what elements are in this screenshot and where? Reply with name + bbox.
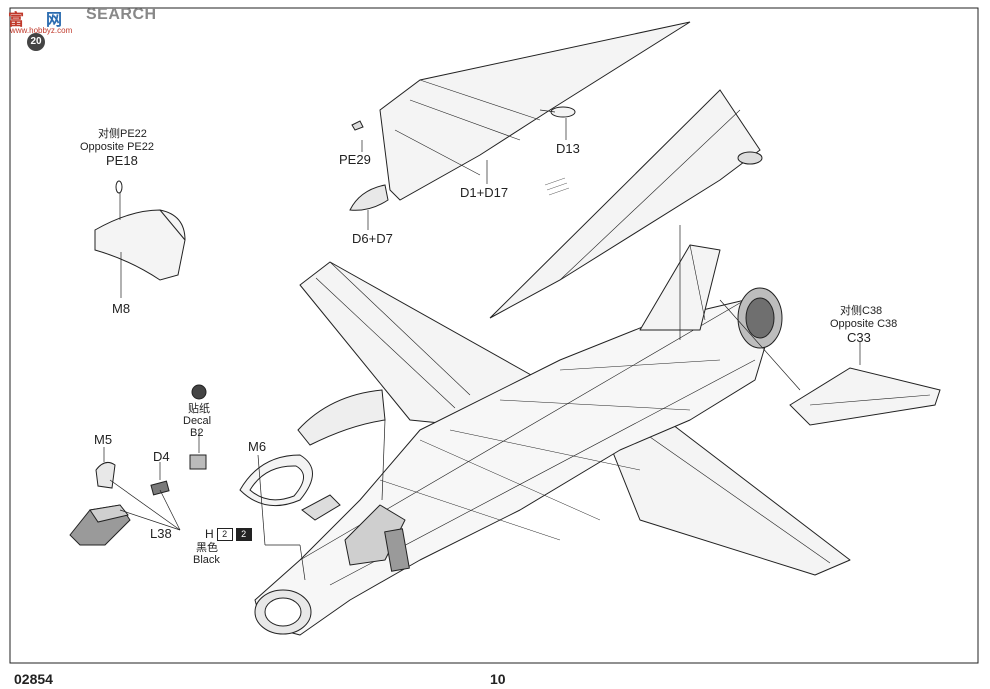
label-m8: M8 (112, 301, 131, 316)
product-code: 02854 (14, 671, 53, 687)
part-c33 (789, 367, 941, 426)
hatch-marks (544, 177, 570, 196)
label-c33: C33 (847, 330, 871, 345)
watermark-sub: 网 (46, 12, 63, 29)
paint-code-letter: H (205, 527, 214, 541)
label-c38-en: Opposite C38 (830, 318, 898, 330)
part-m8 (94, 209, 186, 281)
label-pe22-en: Opposite PE22 (80, 141, 154, 153)
label-d6-d7: D6+D7 (352, 231, 393, 246)
canopy-frame-part (297, 389, 386, 446)
label-paint-en: Black (193, 554, 220, 566)
aircraft-main-assembly (254, 244, 851, 636)
label-decal-en: Decal (183, 415, 212, 427)
wing-part-d1-d17 (379, 21, 691, 201)
label-l38: L38 (150, 526, 172, 541)
small-cockpit-parts (301, 494, 341, 521)
label-pe18: PE18 (106, 153, 138, 168)
watermark-url: www.hobbyz.com (10, 26, 73, 35)
label-m6: M6 (248, 439, 267, 454)
part-d4 (150, 480, 170, 496)
label-pe29: PE29 (339, 152, 371, 167)
part-m5 (95, 461, 116, 489)
decal-b2-sample (189, 454, 207, 470)
decal-icon (191, 384, 207, 400)
label-b2: B2 (190, 427, 204, 439)
watermark-prefix: 富 (8, 12, 25, 29)
leader-lines (103, 109, 861, 581)
label-m5: M5 (94, 432, 113, 447)
page-number: 10 (490, 671, 506, 687)
label-d4: D4 (153, 449, 170, 464)
part-d13 (550, 106, 576, 118)
label-decal-cn: 贴纸 (188, 403, 210, 415)
part-m6 (239, 454, 313, 507)
label-d1-d17: D1+D17 (460, 185, 509, 200)
tail-plane-part (489, 89, 763, 319)
paint-code-group: H 2 2 (205, 527, 252, 541)
part-d6-d7 (349, 184, 389, 211)
label-paint-cn: 黑色 (196, 542, 218, 554)
part-l38 (69, 504, 131, 546)
label-pe22-cn: 对侧PE22 (98, 128, 147, 140)
paint-color-swatch: 2 (235, 527, 252, 541)
watermark-brand: SEARCH (86, 6, 157, 23)
step-badge: 20 (27, 33, 45, 51)
label-c38-cn: 对侧C38 (840, 305, 883, 317)
page-frame (9, 7, 979, 664)
part-pe18 (115, 180, 123, 194)
intake-grille (384, 528, 410, 572)
label-d13: D13 (556, 141, 580, 156)
paint-code-box: 2 (216, 527, 233, 541)
part-pe29 (351, 120, 364, 131)
